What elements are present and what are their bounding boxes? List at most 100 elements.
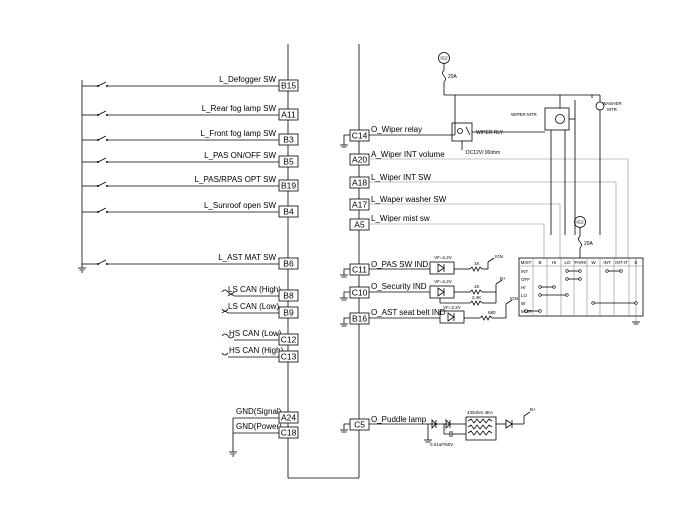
resistor-label: 1K xyxy=(474,284,480,289)
pin-label: B9 xyxy=(283,308,294,318)
puddle-lamp-circuit: 0.01uF/50V 430ohm 4EA B+ xyxy=(424,407,536,447)
left-input-group: L_Defogger SW B15 L_Rear fog lamp SW A11… xyxy=(82,75,299,270)
pin-label: A18 xyxy=(352,178,367,188)
input-rear-fog: L_Rear fog lamp SW A11 xyxy=(82,104,299,121)
can-hs-high: HS CAN (High) C13 xyxy=(221,346,299,363)
pin-label: A17 xyxy=(352,200,367,210)
pin-label: C10 xyxy=(352,288,368,298)
ig-label: IG2 xyxy=(576,220,584,225)
input-pas-rpas: L_PAS/RPAS OPT SW B19 xyxy=(82,175,299,192)
can-label: HS CAN (High) xyxy=(229,346,284,355)
can-ls-low: LS CAN (Low) B9 xyxy=(221,302,299,319)
left-bus xyxy=(78,80,86,273)
gnd-label: GND(Power) xyxy=(236,422,282,431)
security-ind-circuit: VF=2.2V 1K B+ 2.4K xyxy=(429,276,506,306)
table-row-label: W xyxy=(521,301,526,306)
source-label: IGN xyxy=(510,296,518,301)
input-label: L_PAS/RPAS OPT SW xyxy=(195,175,277,184)
right-output-group: C14 O_Wiper relay A20 A_Wiper INT volume… xyxy=(349,125,628,431)
pin-label: B16 xyxy=(352,314,367,324)
can-group: LS CAN (High) B8 LS CAN (Low) B9 HS CAN … xyxy=(221,285,299,363)
feeder-lines xyxy=(543,159,640,325)
resistor xyxy=(469,289,483,295)
pin-label: B19 xyxy=(281,181,296,191)
fuse-top xyxy=(442,69,446,83)
input-defogger: L_Defogger SW B15 xyxy=(82,75,299,92)
output-pas-sw-ind: C11 O_PAS SW IND xyxy=(349,260,430,276)
switch-table: MIST B HI LO PARK W INT INT-IT E INT OFF… xyxy=(518,257,644,317)
table-header: INT-IT xyxy=(615,260,628,265)
input-pas-onoff: L_PAS ON/OFF SW B5 xyxy=(82,151,299,168)
fuse-label: 20A xyxy=(584,241,594,247)
output-label: O_Puddle lamp xyxy=(371,415,427,424)
gnd-label: GND(Signal) xyxy=(236,407,282,416)
table-header: W xyxy=(591,260,596,265)
output-wiper-int-sw: A18 L_Wiper INT SW xyxy=(349,173,616,189)
vf-label: VF=2.2V xyxy=(434,279,452,284)
source-label: B+ xyxy=(500,276,506,281)
led-box xyxy=(429,261,455,275)
pin-label: B4 xyxy=(283,207,294,217)
wiper-motor xyxy=(555,114,565,124)
can-label: LS CAN (Low) xyxy=(228,302,279,311)
relay-label: WIPER RLY xyxy=(476,130,504,136)
output-seatbelt-ind: B16 O_AST seat belt IND xyxy=(349,308,446,325)
output-wiper-mist: A5 L_Wiper mist sw xyxy=(349,214,544,231)
pas-ind-circuit: VF=2.2V 1K IGN xyxy=(429,254,503,275)
output-puddle-lamp: C5 O_Puddle lamp xyxy=(349,415,428,431)
output-security-ind: C10 O_Security IND xyxy=(349,282,430,299)
output-washer-sw: A17 L_Waper washer SW xyxy=(349,195,560,211)
output-label: L_Wiper mist sw xyxy=(371,214,430,223)
pin-label: B6 xyxy=(283,259,294,269)
can-label: HS CAN (Low) xyxy=(229,329,282,338)
resistor xyxy=(479,315,493,321)
output-label: O_PAS SW IND xyxy=(371,260,428,269)
wiper-circuit: IG2 20A WIPER RLY DC12V/ 90ohm WIPER MTR… xyxy=(438,52,623,258)
ground-group: GND(Signal) A24 GND(Power) C18 xyxy=(229,407,299,457)
input-label: L_PAS ON/OFF SW xyxy=(204,151,276,160)
input-label: L_Front fog lamp SW xyxy=(200,129,276,138)
can-ls-high: LS CAN (High) B8 xyxy=(221,285,299,302)
vf-label: VF=2.2V xyxy=(434,255,452,260)
table-header: HI xyxy=(552,260,557,265)
pin-label: B15 xyxy=(281,81,296,91)
resistor-label: 1K xyxy=(474,261,480,266)
source-label: IGN xyxy=(495,254,503,259)
pin-label: C18 xyxy=(281,428,297,438)
led-box xyxy=(439,310,465,324)
output-label: O_AST seat belt IND xyxy=(371,308,446,317)
pin-label: C5 xyxy=(354,420,365,430)
motor-label: WIPER MTR xyxy=(511,112,537,117)
washer-label-2: MTR xyxy=(607,107,617,112)
table-row-label: HI xyxy=(521,285,526,290)
led-box xyxy=(429,285,455,299)
can-label: LS CAN (High) xyxy=(228,285,281,294)
washer-label: WASHER xyxy=(602,101,622,106)
table-header: INT xyxy=(603,260,611,265)
output-label: L_Wiper INT SW xyxy=(371,173,431,182)
input-front-fog: L_Front fog lamp SW B3 xyxy=(82,129,299,146)
can-hs-low: HS CAN (Low) C12 xyxy=(221,329,299,346)
table-contacts xyxy=(524,269,638,313)
seatbelt-ind-circuit: VF=2.2V 680 IGN xyxy=(439,296,518,324)
table-header: PARK xyxy=(575,260,587,265)
table-header: MIST xyxy=(521,260,532,265)
ig-label: IG2 xyxy=(440,56,448,61)
input-label: L_Defogger SW xyxy=(219,75,276,84)
source-label: B+ xyxy=(530,407,536,412)
resistor-label: 680 xyxy=(488,310,496,315)
output-label: O_Security IND xyxy=(371,282,427,291)
table-row-label: LO xyxy=(521,293,528,298)
output-wiper-int-volume: A20 A_Wiper INT volume xyxy=(349,150,628,166)
pin-label: A24 xyxy=(281,413,296,423)
output-wiper-relay: C14 O_Wiper relay xyxy=(349,125,455,142)
output-label: O_Wiper relay xyxy=(371,125,422,134)
pin-label: A20 xyxy=(352,155,367,165)
relay-spec: DC12V/ 90ohm xyxy=(466,150,500,156)
lamp-label: 430ohm 4EA xyxy=(467,410,493,415)
output-label: A_Wiper INT volume xyxy=(371,150,445,159)
pin-label: C12 xyxy=(281,335,297,345)
vf-label: VF=2.2V xyxy=(443,305,461,310)
resistor-label: 2.4K xyxy=(472,295,481,300)
